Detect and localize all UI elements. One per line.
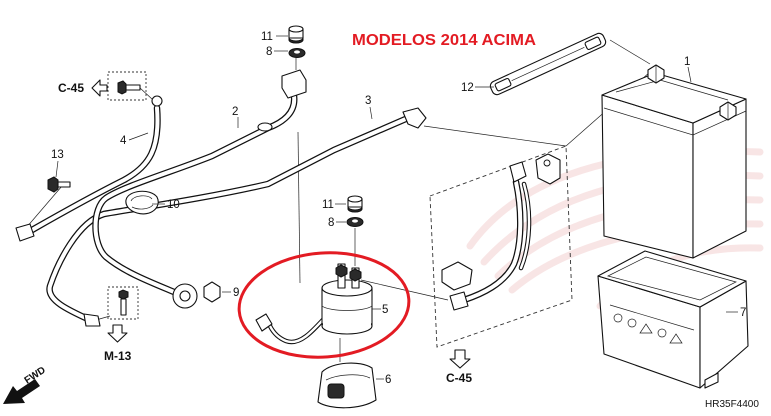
nut-11-middle [347,195,363,213]
cable-lug-bottom [449,291,469,311]
reference-box-lower [107,286,139,320]
cable-4 [15,95,163,242]
forward-indicator: FWD [3,365,48,404]
arrow-left-icon [91,79,108,97]
relay-post-right [349,267,362,289]
page-title: MODELOS 2014 ACIMA [352,32,536,49]
arrow-down-icon [107,324,128,343]
battery-tray [597,250,749,389]
callout-12: 12 [461,82,474,94]
diagram-code: HR35F4400 [705,399,759,410]
callout-4: 4 [120,135,127,147]
reference-lower-left: M-13 [104,324,132,363]
callout-7: 7 [740,307,746,319]
cable-connector [441,261,473,291]
relay-wire-terminal [255,313,273,332]
arrow-down-icon [449,349,471,369]
callout-5: 5 [382,304,388,316]
battery-terminal-negative [647,64,665,84]
battery [601,64,747,259]
callout-2: 2 [232,106,238,118]
callout-8-middle: 8 [328,217,334,229]
battery-terminal-positive [719,101,737,121]
reference-lower-center: C-45 [446,349,472,385]
cable-lug-top [509,161,527,183]
callout-1: 1 [684,56,690,68]
subassembly-outline [429,145,573,348]
battery-positive-cable [441,161,529,311]
tray-recycle-marks [609,304,695,344]
cable-2-ring-terminal [172,283,198,309]
cable-3-lug [83,313,101,327]
terminal-cover [535,153,561,185]
highlight-ellipse [237,251,411,359]
bolt-13 [47,176,71,193]
reference-label-lower-left: M-13 [104,349,132,363]
callout-8-upper: 8 [266,46,272,58]
cable-4-ring-terminal [151,95,163,107]
nut-9 [203,281,221,303]
callout-10: 10 [167,199,180,211]
callout-11-middle: 11 [322,199,334,211]
nut-11-upper [288,25,304,44]
relay-cover [317,362,377,409]
cable-3 [50,107,427,327]
reference-box-upper [107,71,147,101]
battery-strap [489,32,607,96]
washer-8-middle [346,217,364,227]
relay-post-left [335,263,348,289]
fwd-arrow-icon [3,379,40,404]
cable-3-terminal [402,107,427,129]
cable-4-lug [15,223,35,242]
leader-lines [55,35,738,380]
reference-upper: C-45 [58,79,108,97]
reference-label-upper: C-45 [58,81,84,95]
callout-11-upper: 11 [261,31,273,43]
callout-6: 6 [385,374,391,386]
callout-13: 13 [51,149,64,161]
washer-8-upper [288,48,306,58]
cable-2-grommet [257,122,273,132]
reference-label-lower-center: C-45 [446,371,472,385]
cable-2-connector [281,69,307,99]
clamp-10 [125,190,159,215]
cable-2 [96,69,307,309]
callout-3: 3 [365,95,371,107]
starter-relay [255,263,373,342]
callout-9: 9 [233,287,239,299]
